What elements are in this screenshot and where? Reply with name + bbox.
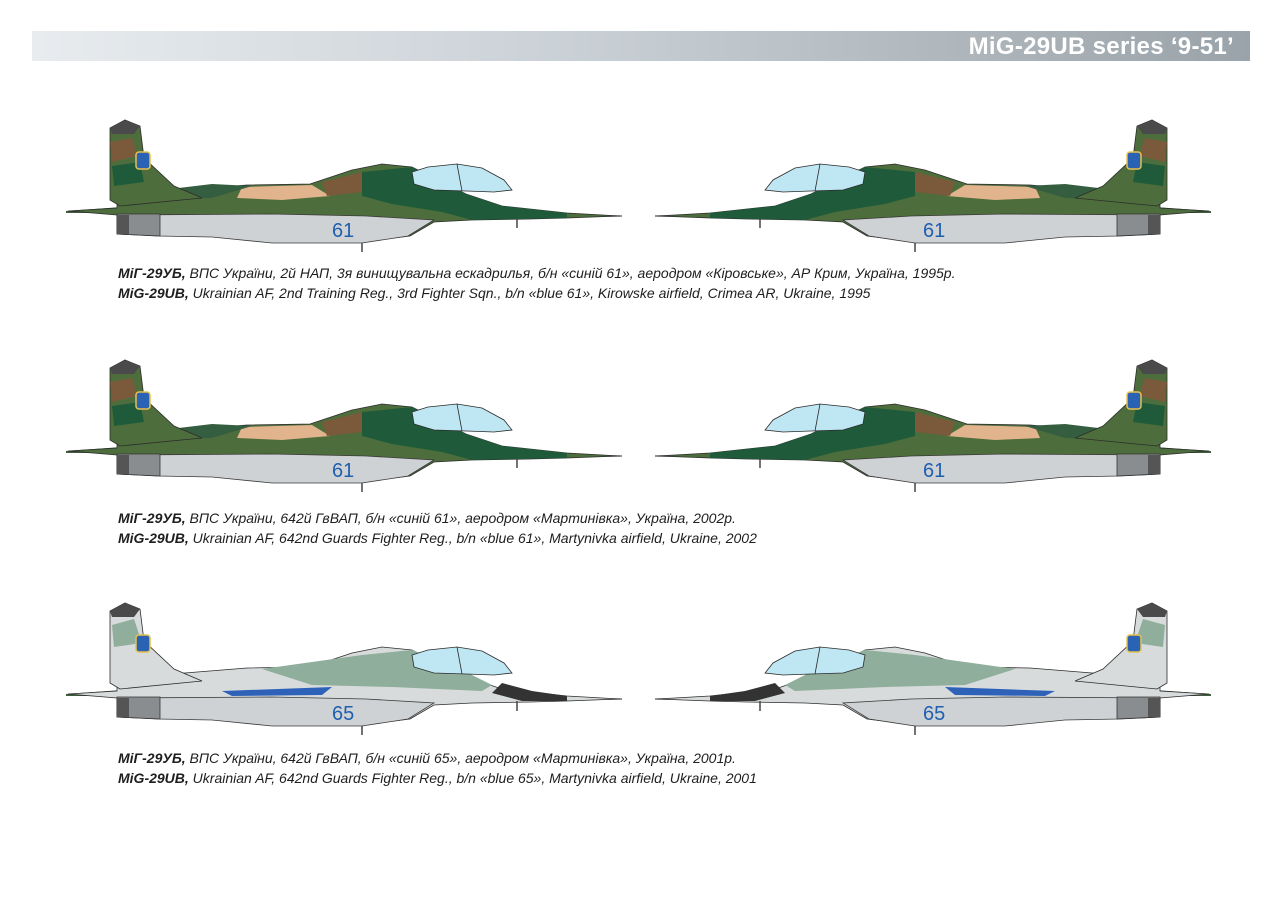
canopy-frame bbox=[814, 403, 821, 432]
lower-fuselage bbox=[116, 213, 436, 244]
aircraft-drawing: 61 bbox=[655, 359, 1211, 492]
lower-fuselage bbox=[116, 696, 436, 727]
canopy bbox=[411, 646, 513, 676]
aircraft-profile-left: 65 bbox=[62, 595, 622, 745]
nose-radome bbox=[710, 683, 785, 701]
aircraft-profile-left: 61 bbox=[62, 352, 622, 502]
trident-emblem bbox=[1126, 391, 1142, 410]
tail-camo-brown bbox=[110, 138, 138, 162]
tail-camo-brown bbox=[110, 378, 138, 402]
side-number: 61 bbox=[332, 220, 354, 242]
camo-patch-tan bbox=[237, 185, 330, 200]
nose-radome bbox=[492, 683, 567, 701]
caption: МіГ-29УБ, ВПС України, 642й ГвВАП, б/н «… bbox=[118, 510, 757, 546]
lower-fuselage bbox=[841, 213, 1161, 244]
aircraft-body: 61 bbox=[66, 119, 622, 252]
fin-tip bbox=[1137, 360, 1167, 374]
fin-tip bbox=[110, 120, 140, 134]
aircraft-drawing: 65 bbox=[66, 602, 622, 735]
canopy bbox=[411, 403, 513, 433]
camo-patch-tan bbox=[947, 425, 1040, 440]
aircraft-body: 65 bbox=[66, 602, 622, 735]
side-number: 65 bbox=[332, 703, 354, 725]
caption: МіГ-29УБ, ВПС України, 2й НАП, 3я винищу… bbox=[118, 265, 956, 301]
aircraft-body: 61 bbox=[66, 359, 622, 492]
aircraft-profile-right: 65 bbox=[655, 595, 1215, 745]
canopy bbox=[764, 646, 866, 676]
aircraft-body: 61 bbox=[655, 359, 1211, 492]
nozzle-ring bbox=[117, 455, 129, 474]
trident-emblem bbox=[135, 151, 151, 170]
nozzle-ring bbox=[117, 698, 129, 717]
nozzle-ring bbox=[117, 215, 129, 234]
page-title: MiG-29UB series ‘9-51’ bbox=[968, 33, 1234, 60]
side-number: 65 bbox=[923, 703, 945, 725]
tail-camo-greygreen bbox=[112, 619, 142, 647]
canopy-frame bbox=[456, 646, 463, 675]
intake-blue-stripe bbox=[945, 687, 1055, 696]
canopy-frame bbox=[814, 163, 821, 192]
tail-camo-brown bbox=[1139, 378, 1167, 402]
camo-patch-tan bbox=[237, 425, 330, 440]
tail-camo-greygreen bbox=[1135, 619, 1165, 647]
fin-tip bbox=[110, 603, 140, 617]
canopy-frame bbox=[456, 403, 463, 432]
canopy bbox=[764, 403, 866, 433]
canopy bbox=[411, 163, 513, 193]
lower-fuselage bbox=[841, 696, 1161, 727]
aircraft-body: 65 bbox=[655, 602, 1211, 735]
side-number: 61 bbox=[923, 220, 945, 242]
side-number: 61 bbox=[923, 460, 945, 482]
aircraft-body: 61 bbox=[655, 119, 1211, 252]
trident-emblem bbox=[1126, 634, 1142, 653]
aircraft-drawing: 61 bbox=[655, 119, 1211, 252]
trident-emblem bbox=[135, 634, 151, 653]
fin-tip bbox=[1137, 603, 1167, 617]
nozzle-ring bbox=[1148, 698, 1160, 717]
canopy-frame bbox=[456, 163, 463, 192]
caption: МіГ-29УБ, ВПС України, 642й ГвВАП, б/н «… bbox=[118, 750, 757, 786]
fin-tip bbox=[110, 360, 140, 374]
camo-patch-tan bbox=[947, 185, 1040, 200]
canopy bbox=[764, 163, 866, 193]
aircraft-drawing: 61 bbox=[66, 119, 622, 252]
header-bar: MiG-29UB series ‘9-51’ bbox=[32, 31, 1250, 61]
intake-blue-stripe bbox=[222, 687, 332, 696]
fin-tip bbox=[1137, 120, 1167, 134]
side-number: 61 bbox=[332, 460, 354, 482]
lower-fuselage bbox=[841, 453, 1161, 484]
canopy-frame bbox=[814, 646, 821, 675]
aircraft-drawing: 65 bbox=[655, 602, 1211, 735]
nozzle-ring bbox=[1148, 215, 1160, 234]
aircraft-profile-right: 61 bbox=[655, 112, 1215, 262]
aircraft-profile-left: 61 bbox=[62, 112, 622, 262]
aircraft-profile-right: 61 bbox=[655, 352, 1215, 502]
tail-camo-brown bbox=[1139, 138, 1167, 162]
trident-emblem bbox=[135, 391, 151, 410]
nozzle-ring bbox=[1148, 455, 1160, 474]
lower-fuselage bbox=[116, 453, 436, 484]
trident-emblem bbox=[1126, 151, 1142, 170]
aircraft-drawing: 61 bbox=[66, 359, 622, 492]
